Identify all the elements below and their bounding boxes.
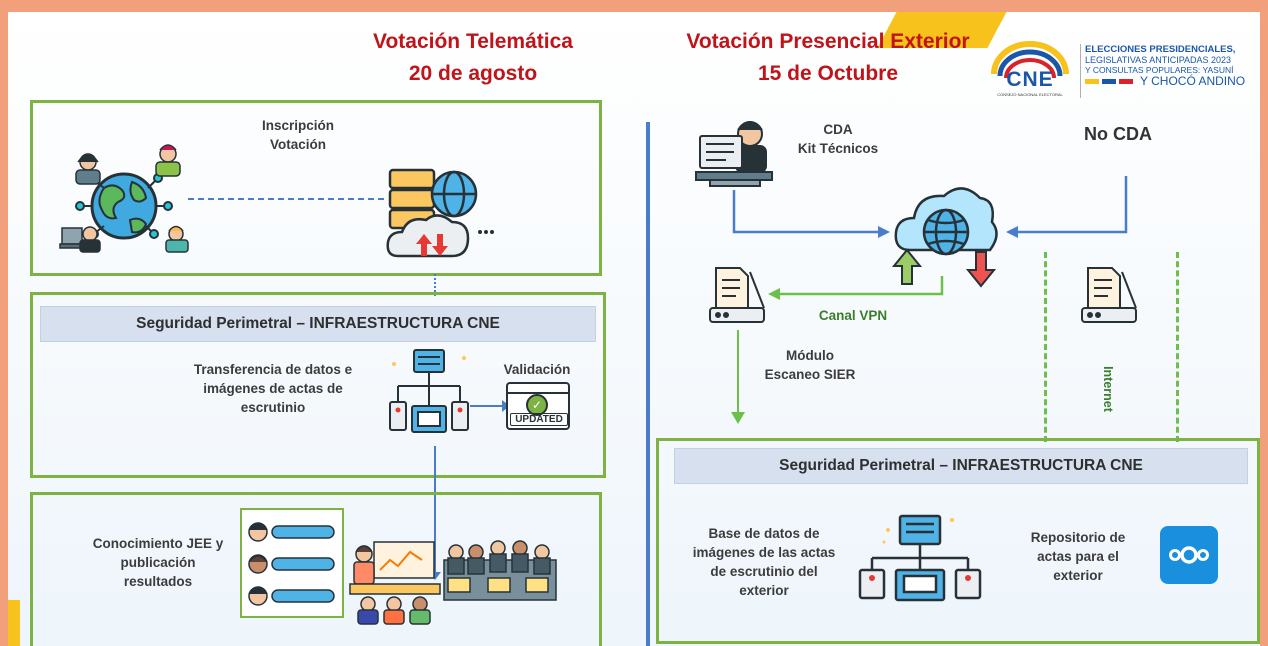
results-line1: Conocimiento JEE y (92, 536, 224, 551)
scanner-icon (709, 267, 765, 323)
results-line3: resultados (123, 574, 193, 589)
transfer-label: Transferencia de datos e imágenes de act… (168, 360, 378, 417)
network-server-icon (389, 349, 469, 433)
flag-red (1119, 78, 1133, 84)
elections-line2: LEGISLATIVAS ANTICIPADAS 2023 (1085, 55, 1232, 65)
left-title: Votación Telemática 20 de agosto (333, 26, 613, 90)
results-label: Conocimiento JEE y publicación resultado… (78, 534, 238, 591)
nextcloud-icon (1160, 526, 1218, 584)
flag-blue (1102, 78, 1116, 84)
registration-box (30, 100, 602, 276)
db-label: Base de datos de imágenes de las actas d… (684, 524, 844, 600)
center-divider (646, 122, 650, 646)
scan-down-arrowhead (731, 412, 745, 424)
elections-line4: Y CHOCÓ ANDINO (1140, 74, 1246, 88)
transfer-line1: Transferencia de datos e (193, 362, 353, 377)
left-vertical-flow-arrowhead (429, 572, 441, 580)
cda-line1: CDA (823, 122, 853, 137)
internet-label: Internet (1101, 366, 1115, 412)
scanner-icon (1081, 267, 1137, 323)
transfer-line3: escrutinio (240, 400, 306, 415)
updated-icon: ✓ UPDATED (506, 382, 570, 430)
vpn-arrow (768, 276, 944, 300)
blue-connector-dot (434, 274, 440, 296)
globe-icon (90, 172, 158, 240)
left-vertical-flow (434, 446, 436, 574)
elections-line3: Y CONSULTAS POPULARES: YASUNÍ (1085, 65, 1234, 75)
scan-label: Módulo Escaneo SIER (760, 346, 860, 384)
transfer-line2: imágenes de actas de (203, 381, 343, 396)
scan-line2: Escaneo SIER (764, 367, 856, 382)
registration-line1: Inscripción (261, 118, 334, 133)
scan-line1: Módulo (786, 348, 834, 363)
inbound-arrows (732, 176, 1128, 238)
db-line3: de escrutinio del (710, 564, 818, 579)
globe-network (59, 144, 189, 253)
validation-label: Validación (503, 362, 571, 377)
repo-line1: Repositorio de (1030, 530, 1126, 545)
security-box-right (656, 438, 1260, 644)
right-title: Votación Presencial Exterior 15 de Octub… (663, 26, 993, 90)
elections-logo: ELECCIONES PRESIDENCIALES, LEGISLATIVAS … (1080, 44, 1258, 98)
updated-badge: UPDATED (510, 413, 568, 426)
flag-yellow (1085, 78, 1099, 84)
db-line2: imágenes de las actas (692, 545, 836, 560)
right-title-line2: 15 de Octubre (757, 62, 899, 85)
user-list-icon (240, 508, 344, 618)
cne-logo: CNE CONSEJO NACIONAL ELECTORAL (980, 36, 1080, 98)
registration-line2: Votación (269, 137, 326, 152)
cne-text: CNE (1006, 68, 1054, 91)
slide: Votación Telemática 20 de agosto Votació… (8, 12, 1260, 646)
right-title-line1: Votación Presencial Exterior (686, 30, 970, 53)
cne-subtitle: CONSEJO NACIONAL ELECTORAL (997, 92, 1063, 97)
internet-dash-left (1044, 252, 1047, 442)
check-icon: ✓ (526, 394, 548, 416)
upload-arrow-icon (891, 248, 923, 285)
scan-down-arrow-line (737, 330, 739, 416)
download-arrow-icon (965, 251, 997, 288)
bottom-yellow-accent (8, 600, 20, 646)
no-cda-label: No CDA (1084, 124, 1152, 144)
person-icon (59, 144, 189, 253)
dash-dot-connector (188, 198, 384, 200)
internet-dash-right (1176, 252, 1179, 442)
security-box-left (30, 292, 606, 478)
cda-label: CDA Kit Técnicos (788, 120, 888, 158)
cda-line2: Kit Técnicos (797, 141, 879, 156)
security-banner-right: Seguridad Perimetral – INFRAESTRUCTURA C… (674, 448, 1248, 484)
left-title-line1: Votación Telemática (373, 30, 573, 53)
repo-line2: actas para el (1037, 549, 1119, 564)
vpn-label: Canal VPN (818, 308, 888, 323)
validation-arrow (470, 405, 504, 407)
db-line4: exterior (739, 583, 789, 598)
technician-icon (695, 121, 773, 187)
cloud-globe-icon (894, 187, 998, 256)
left-title-line2: 20 de agosto (408, 62, 538, 85)
repo-line3: exterior (1053, 568, 1103, 583)
security-banner-left: Seguridad Perimetral – INFRAESTRUCTURA C… (40, 306, 596, 342)
repo-label: Repositorio de actas para el exterior (1018, 528, 1138, 585)
results-line2: publicación (120, 555, 196, 570)
meeting-icon (349, 540, 557, 625)
cne-arcs-icon (991, 41, 1069, 79)
registration-label: Inscripción Votación (228, 116, 368, 154)
elections-line1: ELECCIONES PRESIDENCIALES, (1085, 44, 1236, 55)
server-cloud-icon (386, 168, 494, 258)
results-box (30, 492, 602, 646)
network-server-icon (858, 514, 982, 602)
db-line1: Base de datos de (708, 526, 820, 541)
